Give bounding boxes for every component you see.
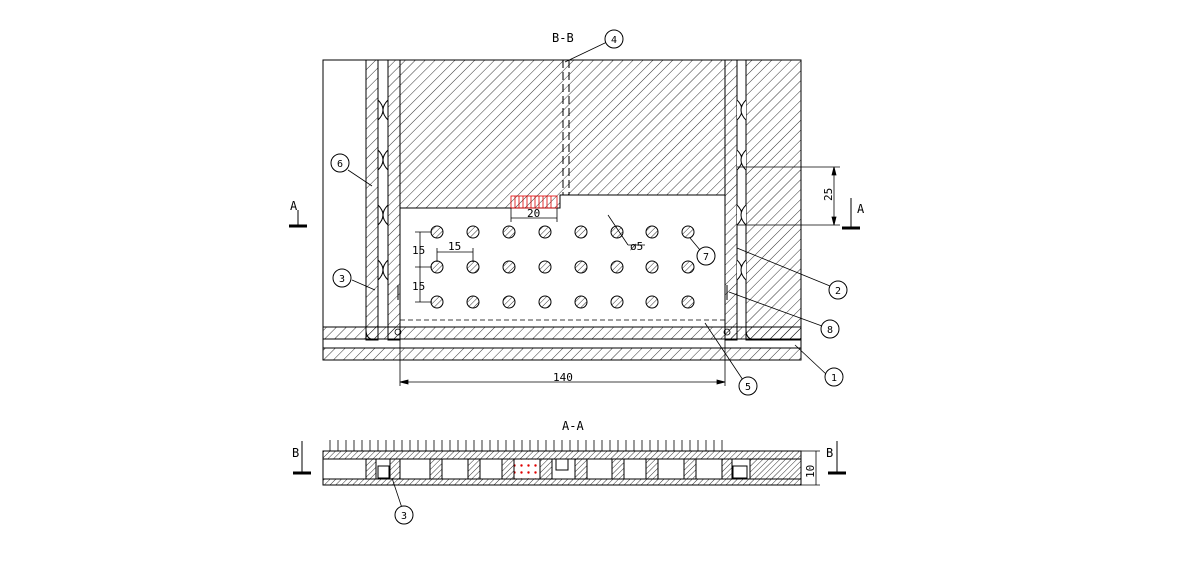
aa-red-dotted-cell (513, 458, 541, 480)
dim-10: 10 (804, 465, 817, 478)
callout-6: 6 (337, 159, 343, 170)
hole (538, 295, 552, 309)
section-letter-b-left: B (292, 446, 299, 460)
callout-4: 4 (611, 35, 617, 46)
dim-20: 20 (527, 207, 540, 220)
section-mark-b-left (293, 441, 311, 475)
right-wall-block (745, 59, 802, 341)
red-slot (510, 195, 558, 209)
hole (610, 295, 624, 309)
hole (430, 260, 444, 274)
callout-1: 1 (831, 373, 837, 384)
hole (681, 295, 695, 309)
section-mark-a-left (289, 210, 307, 228)
hole (645, 260, 659, 274)
hole (645, 295, 659, 309)
hole (430, 295, 444, 309)
section-letter-a-right: A (857, 202, 865, 216)
hole (502, 295, 516, 309)
hole (681, 225, 695, 239)
aa-bottom-strip (322, 478, 802, 486)
view-title-aa: A-A (562, 419, 584, 433)
callout-8: 8 (827, 325, 833, 336)
aa-top-strip (322, 450, 802, 460)
hole-grid (430, 225, 695, 309)
hole (645, 225, 659, 239)
hole (538, 225, 552, 239)
dim-diameter: ø5 (630, 240, 643, 253)
hole (538, 260, 552, 274)
callout-3: 3 (339, 274, 345, 285)
section-aa-view: A-A (292, 419, 846, 525)
hole (466, 295, 480, 309)
hole (610, 225, 624, 239)
right-wall-inner (724, 59, 738, 341)
hole (610, 260, 624, 274)
aa-small-square (555, 458, 569, 471)
dimensions-bb (399, 166, 840, 386)
hole (574, 260, 588, 274)
hole (502, 260, 516, 274)
section-bb-view: B-B (322, 31, 802, 361)
dim-25: 25 (822, 188, 835, 201)
hole (466, 260, 480, 274)
callout-leaders (347, 41, 831, 381)
callout-7: 7 (703, 252, 709, 263)
callout-2: 2 (835, 286, 841, 297)
callout-5: 5 (745, 382, 751, 393)
callout-circles (330, 29, 848, 396)
dim-15-v1: 15 (412, 244, 425, 257)
section-letter-a-left: A (290, 199, 298, 213)
hole (681, 260, 695, 274)
hole (502, 225, 516, 239)
hole (430, 225, 444, 239)
callout-3-lower: 3 (401, 511, 407, 522)
dim-15-v2: 15 (412, 280, 425, 293)
dim-140: 140 (553, 371, 573, 384)
aa-ribs (365, 458, 802, 480)
view-title-bb: B-B (552, 31, 574, 45)
right-scallops (736, 99, 747, 281)
aa-load-arrows (329, 440, 723, 451)
hole (466, 225, 480, 239)
left-scallops (377, 99, 389, 281)
left-wall-strip (365, 59, 379, 341)
hole (574, 295, 588, 309)
section-mark-a-right (842, 198, 860, 230)
dim-15-h: 15 (448, 240, 461, 253)
base-plate-lower (322, 347, 802, 361)
hole (574, 225, 588, 239)
section-mark-b-right (828, 441, 846, 475)
section-letter-b-right: B (826, 446, 833, 460)
